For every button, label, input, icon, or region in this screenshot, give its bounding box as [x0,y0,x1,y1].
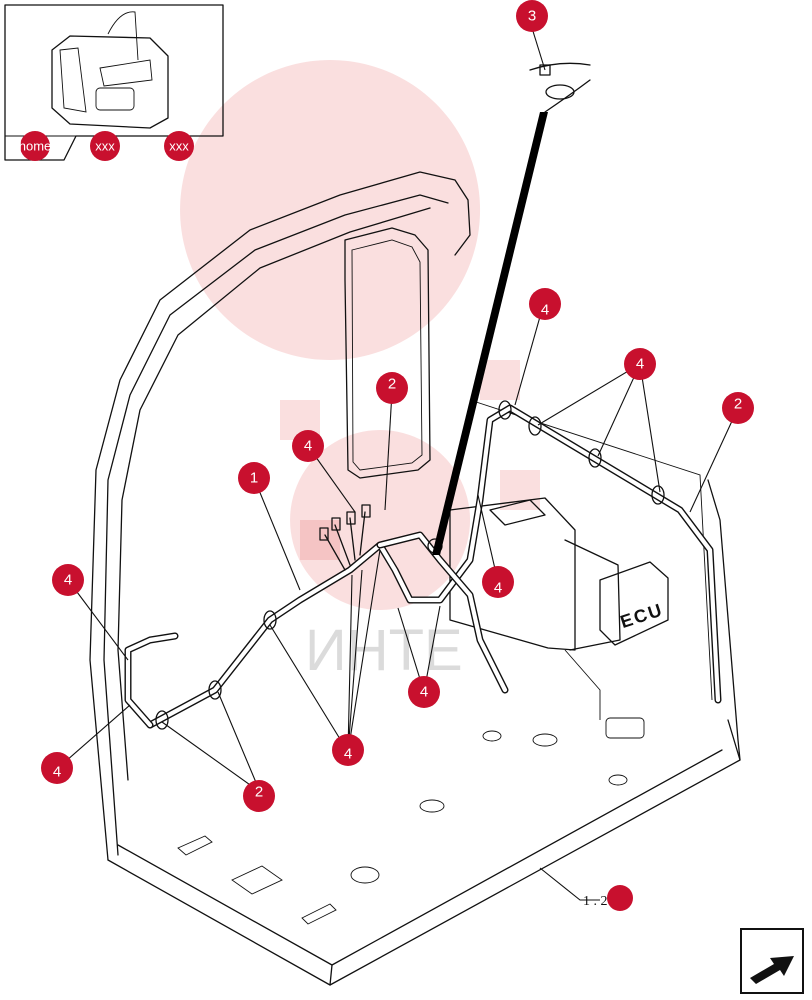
svg-text:2: 2 [734,396,742,413]
callout-4: 4 [41,752,73,784]
callout-2: 2 [243,780,275,812]
ecu-assembly: ECU [449,497,669,720]
svg-text:4: 4 [494,580,502,597]
callout-3: 3 [516,0,548,32]
svg-text:3: 3 [528,8,536,25]
callout-1: 1 [238,462,270,494]
callout-4: 4 [624,348,656,380]
callout-4: 4 [52,564,84,596]
callout-reference [607,885,633,911]
cable-harness-3 [432,62,591,555]
callout-4: 4 [529,288,561,320]
wire-harness [124,400,722,730]
svg-text:2: 2 [255,784,263,801]
svg-text:home: home [19,139,52,154]
arrow-next-icon[interactable] [740,928,804,994]
callout-4: 4 [482,566,514,598]
svg-text:xxx: xxx [95,139,115,154]
svg-text:4: 4 [344,746,352,763]
svg-text:xxx: xxx [169,139,189,154]
cab-shell [89,171,741,986]
watermark-text: ИНТЕ [305,618,463,683]
svg-text:2: 2 [388,376,396,393]
callout-4: 4 [332,734,364,766]
svg-text:4: 4 [541,302,549,319]
svg-text:4: 4 [636,356,644,373]
svg-text:4: 4 [420,684,428,701]
svg-text:4: 4 [304,438,312,455]
svg-text:4: 4 [53,764,61,781]
ecu-label: ECU [618,599,666,632]
excavator-overview [51,11,169,129]
callout-4: 4 [292,430,324,462]
svg-text:4: 4 [64,572,72,589]
svg-text:1: 1 [250,470,258,487]
callout-2: 2 [722,392,754,424]
link-button-2[interactable]: xxx [164,131,194,161]
leader-lines [57,27,739,901]
callout-2: 2 [376,372,408,404]
callout-4: 4 [408,676,440,708]
home-button[interactable]: home [19,131,52,161]
link-button-1[interactable]: xxx [90,131,120,161]
